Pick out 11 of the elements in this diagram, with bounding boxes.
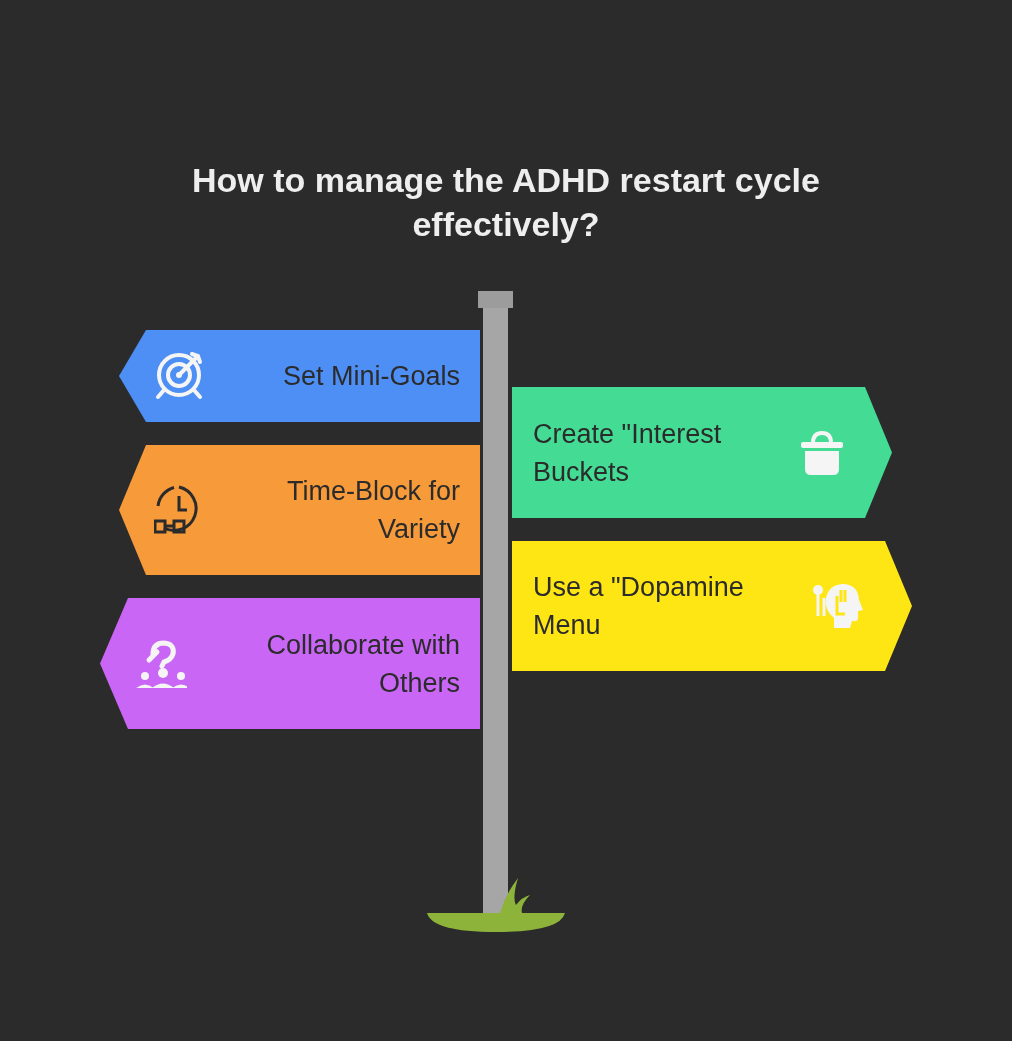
sign-label: Use a "Dopamine Menu: [533, 571, 745, 642]
title: How to manage the ADHD restart cycle effectively?: [191, 160, 821, 245]
sign-label: Time-Block for Variety: [285, 475, 460, 546]
signpost-board: [119, 445, 480, 575]
sign-label: Set Mini-Goals: [281, 360, 460, 393]
signpost-board: [512, 541, 912, 671]
signpost-board: [100, 598, 480, 729]
signpost-board: [119, 330, 480, 422]
sign-label: Create "Interest Buckets: [533, 417, 723, 489]
signpost-board: [512, 387, 892, 518]
sign-label: Collaborate with Others: [265, 628, 460, 700]
